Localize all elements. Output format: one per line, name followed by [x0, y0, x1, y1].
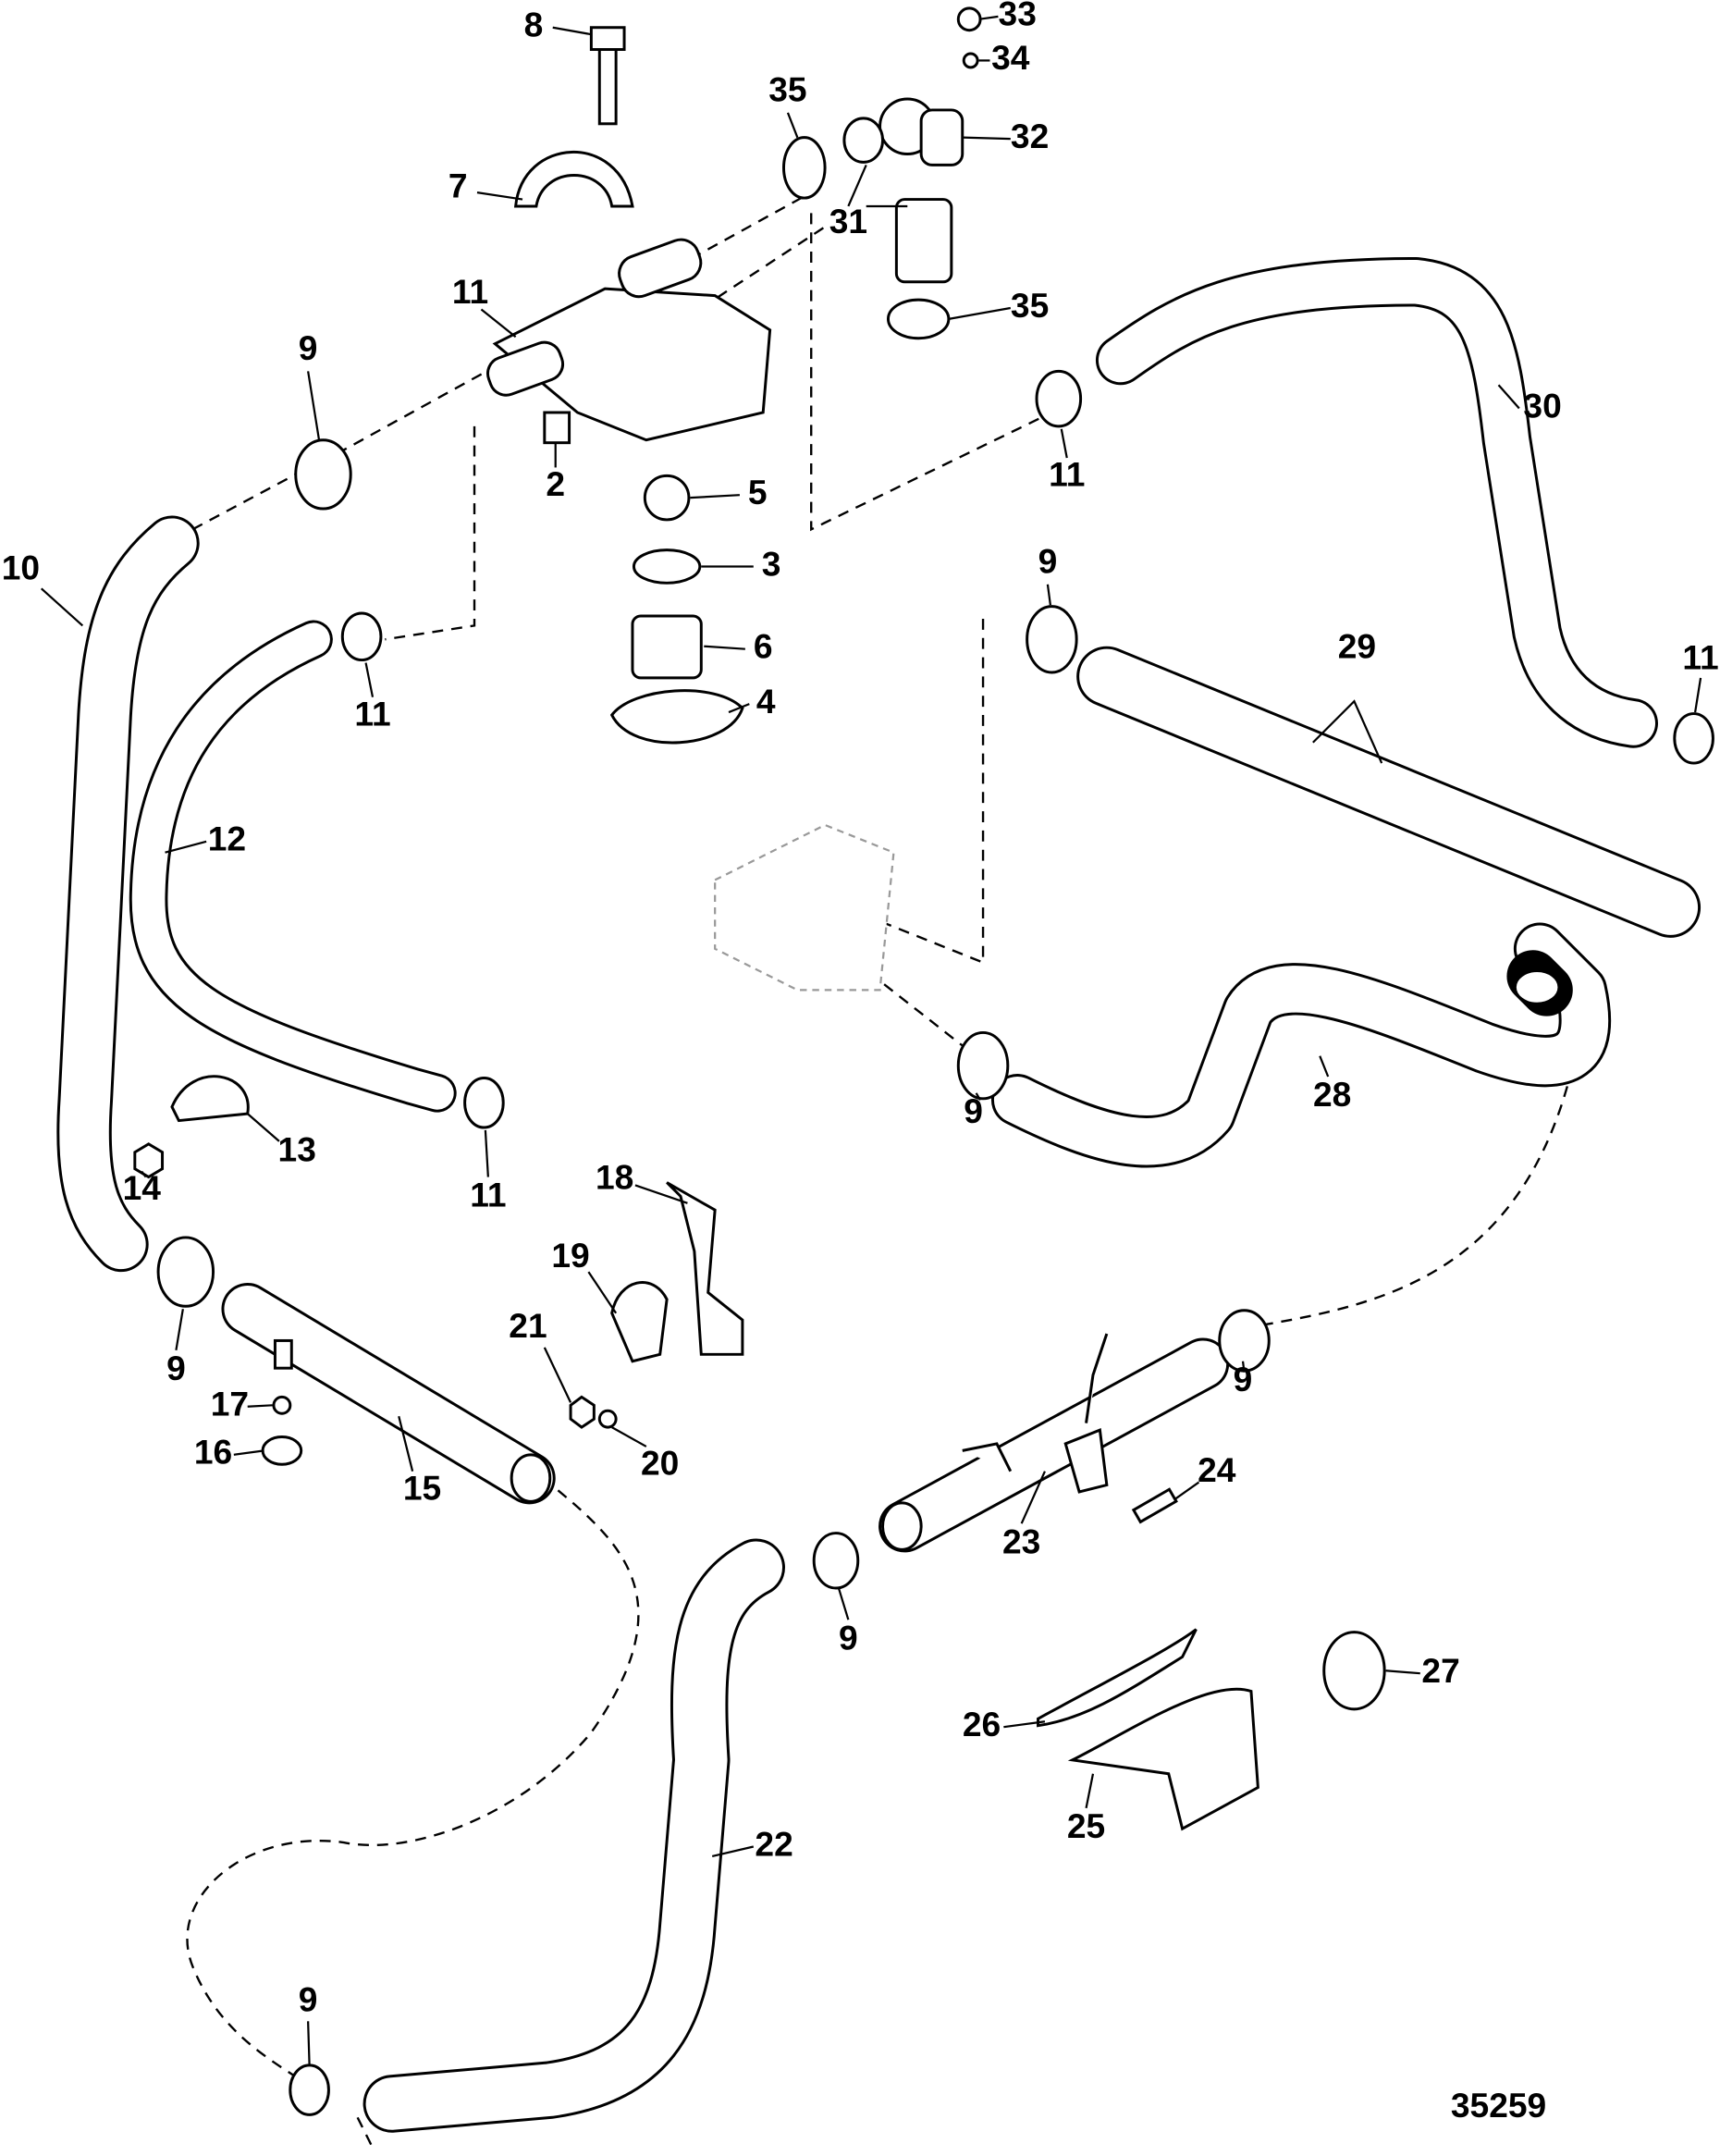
hose-22 — [362, 1538, 785, 2133]
callout-21: 21 — [509, 1306, 547, 1345]
callout-22: 22 — [755, 1824, 792, 1863]
thermostat-5 — [643, 474, 691, 522]
hose-clamps — [156, 136, 1714, 2116]
assembly-dashed-lines — [186, 191, 1569, 2146]
callout-11c: 11 — [1682, 637, 1718, 676]
bolt-24 — [1131, 1487, 1178, 1524]
callout-9d: 9 — [166, 1349, 186, 1387]
callout-26: 26 — [963, 1705, 1001, 1743]
callout-31: 31 — [829, 202, 867, 240]
clamp-19 — [610, 1281, 669, 1363]
seal-3 — [632, 548, 702, 585]
callout-29: 29 — [1338, 626, 1376, 665]
callout-9b: 9 — [1038, 541, 1058, 580]
callout-9: 9 — [299, 328, 318, 367]
bracket-18 — [666, 1181, 744, 1356]
figure-number: 35259 — [1451, 2086, 1546, 2125]
cap-33 — [956, 6, 982, 32]
callout-25: 25 — [1067, 1806, 1105, 1845]
callout-35: 35 — [768, 69, 806, 108]
fitting-16 — [261, 1435, 303, 1466]
callout-3: 3 — [762, 544, 781, 583]
callout-12: 12 — [208, 819, 246, 858]
callout-5: 5 — [748, 473, 768, 511]
bolt-8 — [589, 26, 626, 126]
thermostat-housing-11 — [486, 238, 772, 442]
callout-23: 23 — [1002, 1522, 1040, 1560]
shield-26 — [1037, 1628, 1198, 1728]
washer-20 — [597, 1409, 618, 1429]
callout-6: 6 — [754, 626, 773, 665]
nut-21 — [569, 1395, 596, 1429]
callout-4: 4 — [756, 682, 776, 721]
o-ring-17 — [272, 1395, 292, 1415]
tube-15 — [221, 1283, 556, 1505]
sleeve-6 — [631, 614, 703, 680]
callout-27: 27 — [1421, 1651, 1459, 1690]
callout-9e: 9 — [1234, 1360, 1253, 1398]
bracket-25 — [1067, 1687, 1259, 1831]
nut-14 — [133, 1142, 165, 1179]
callout-8: 8 — [524, 6, 544, 44]
callout-15: 15 — [403, 1468, 441, 1507]
callout-9g: 9 — [299, 1979, 318, 2018]
callout-7: 7 — [448, 166, 468, 204]
callout-16: 16 — [194, 1433, 232, 1472]
callout-2: 2 — [546, 464, 565, 503]
callout-18: 18 — [596, 1157, 633, 1196]
o-ring-34 — [962, 52, 979, 69]
elbow-32 — [878, 97, 964, 166]
callout-17: 17 — [211, 1385, 249, 1423]
callout-28: 28 — [1313, 1075, 1351, 1114]
tube-23 — [878, 1333, 1230, 1553]
hose-10 — [56, 515, 200, 1273]
hose-29 — [1076, 646, 1702, 938]
callout-34: 34 — [991, 38, 1030, 77]
bracket-7 — [513, 151, 634, 208]
callout-13: 13 — [278, 1130, 316, 1169]
hose-12 — [129, 620, 457, 1113]
callout-30: 30 — [1523, 386, 1561, 425]
callout-11d: 11 — [354, 694, 390, 733]
callout-33: 33 — [999, 0, 1037, 33]
ghost-manifold — [714, 823, 895, 992]
callout-35b: 35 — [1011, 286, 1049, 325]
leader-lines — [40, 15, 1702, 2065]
callout-11: 11 — [452, 272, 488, 311]
sleeve-31 — [842, 117, 953, 284]
callout-32: 32 — [1011, 117, 1049, 155]
callout-11e: 11 — [470, 1176, 506, 1214]
callout-24: 24 — [1198, 1450, 1236, 1489]
callout-14: 14 — [123, 1168, 162, 1207]
callout-9f: 9 — [839, 1618, 858, 1657]
hose-28 — [990, 922, 1612, 1168]
gasket-4 — [609, 689, 744, 745]
clip-13 — [170, 1075, 250, 1123]
callout-19: 19 — [551, 1236, 589, 1275]
callout-10: 10 — [2, 548, 40, 587]
callout-20: 20 — [641, 1444, 679, 1483]
callout-11b: 11 — [1049, 455, 1085, 494]
hose-30 — [1095, 256, 1658, 748]
plug-2 — [543, 411, 571, 445]
callout-9c: 9 — [964, 1091, 983, 1130]
